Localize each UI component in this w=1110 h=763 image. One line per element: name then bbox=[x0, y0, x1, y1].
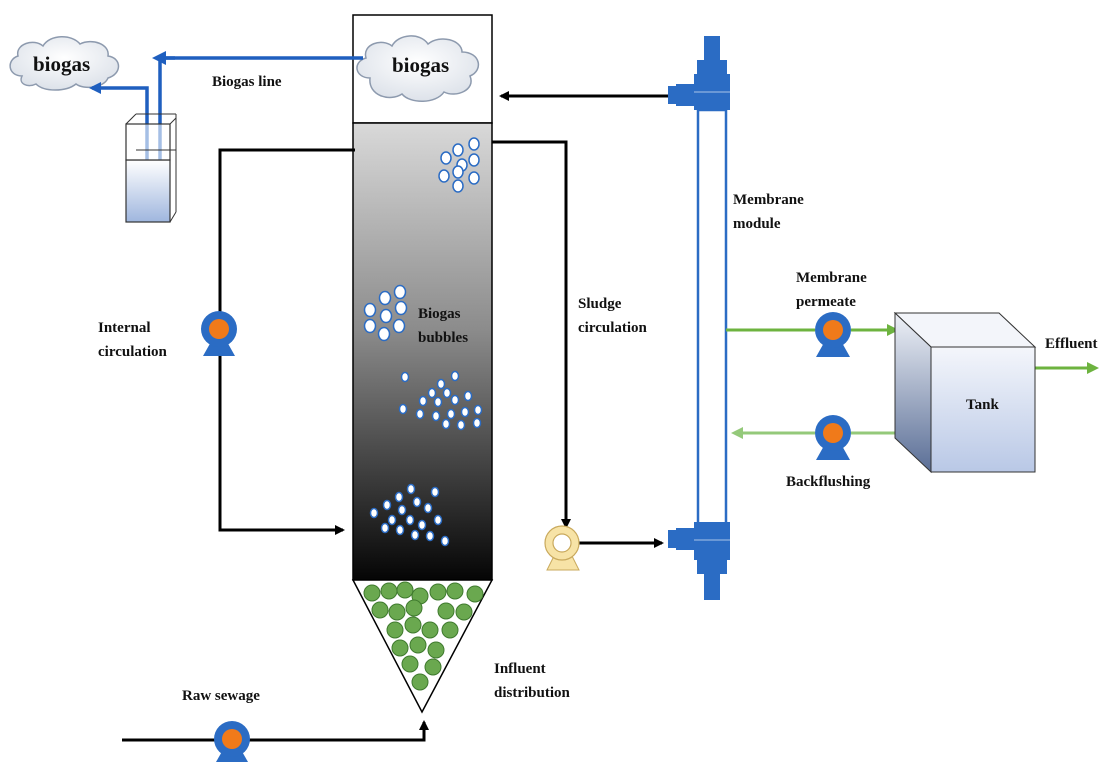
pump-icon bbox=[214, 721, 250, 762]
biogas-line-label: Biogas line bbox=[212, 74, 282, 90]
influent-distribution-label: Influent distribution bbox=[494, 661, 571, 701]
membrane-permeate-line-1: Membrane bbox=[796, 270, 867, 286]
biogas-bubbles-line-2: bubbles bbox=[418, 330, 468, 346]
pump-icon bbox=[815, 312, 851, 357]
internal-circulation-line-1: Internal bbox=[98, 320, 151, 336]
pump-icon bbox=[201, 311, 237, 356]
internal-circulation-label: Internal circulation bbox=[98, 320, 168, 360]
raw-sewage-label: Raw sewage bbox=[182, 688, 260, 704]
tank-label: Tank bbox=[966, 397, 999, 413]
biogas-bubbles bbox=[363, 137, 483, 547]
influent-distribution-line-2: distribution bbox=[494, 685, 571, 701]
membrane-module-label: Membrane module bbox=[733, 192, 808, 232]
membrane-permeate-line-2: permeate bbox=[796, 294, 856, 310]
biogas-bubbles-line-1: Biogas bbox=[418, 306, 461, 322]
membrane-module-line-1: Membrane bbox=[733, 192, 804, 208]
sludge-circulation-line-2: circulation bbox=[578, 320, 648, 336]
sludge-pump-icon bbox=[544, 525, 580, 571]
influent-distribution-line-1: Influent bbox=[494, 661, 546, 677]
cloud-icon: biogas bbox=[356, 35, 480, 102]
effluent-label: Effluent bbox=[1045, 336, 1098, 352]
effluent-tank: Tank bbox=[893, 311, 1037, 474]
membrane-module-line-2: module bbox=[733, 216, 781, 232]
headspace-biogas-label: biogas bbox=[392, 53, 449, 77]
sludge-circulation-label: Sludge circulation bbox=[578, 296, 648, 336]
gas-trap-beaker bbox=[125, 113, 177, 223]
pump-icon bbox=[815, 415, 851, 460]
membrane-module bbox=[668, 36, 730, 600]
membrane-permeate-label: Membrane permeate bbox=[796, 270, 871, 310]
internal-circulation-line-2: circulation bbox=[98, 344, 168, 360]
permeate-line bbox=[726, 324, 1099, 374]
backflushing-label: Backflushing bbox=[786, 474, 871, 490]
sludge-granules bbox=[363, 581, 484, 691]
sludge-circulation-line-1: Sludge bbox=[578, 296, 622, 312]
reactor-column bbox=[352, 122, 493, 581]
released-biogas-label: biogas bbox=[33, 52, 90, 76]
cloud-icon: biogas bbox=[9, 36, 120, 91]
biogas-arrowhead bbox=[152, 51, 166, 65]
biogas-bubbles-label: Biogas bubbles bbox=[418, 306, 468, 346]
